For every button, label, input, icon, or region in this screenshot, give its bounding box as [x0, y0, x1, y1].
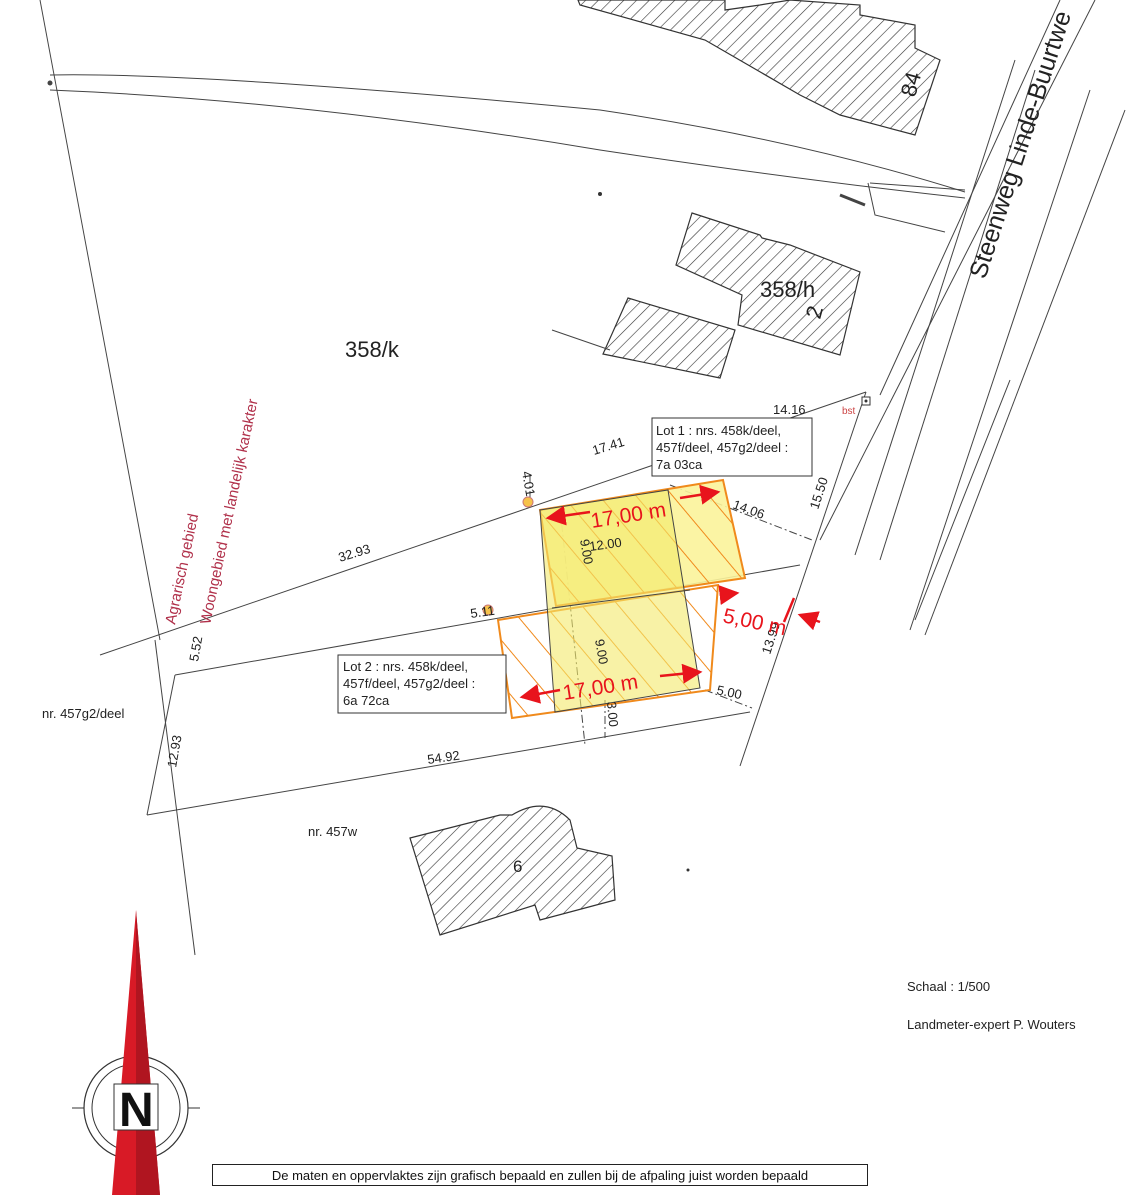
dim-label: 9.00 [592, 638, 611, 666]
dim-label: 9.00 [577, 538, 596, 566]
red-dim-side: 5,00 m [721, 604, 789, 640]
svg-text:Lot 1 : nrs. 458k/deel,: Lot 1 : nrs. 458k/deel, [656, 423, 781, 438]
dim-label: 5.52 [186, 635, 205, 663]
bst-label: bst [842, 406, 856, 417]
svg-text:7a 03ca: 7a 03ca [656, 457, 703, 472]
boundary-marker [522, 496, 534, 508]
zone-label: Agrarisch gebied [162, 512, 202, 626]
building-footprint [539, 489, 701, 713]
parcel-label: nr. 457w [308, 824, 358, 839]
disclaimer-box: De maten en oppervlaktes zijn grafisch b… [212, 1164, 868, 1186]
svg-text:457f/deel, 457g2/deel :: 457f/deel, 457g2/deel : [656, 440, 788, 455]
red-dimensions [519, 484, 821, 704]
dim-label: 5.00 [715, 682, 743, 702]
surveyor-label: Landmeter-expert P. Wouters [907, 1017, 1076, 1032]
scale-label: Schaal : 1/500 [907, 979, 991, 994]
north-letter: N [119, 1084, 154, 1137]
svg-text:6a 72ca: 6a 72ca [343, 693, 390, 708]
building-6 [409, 805, 616, 936]
parcel-label: nr. 457g2/deel [42, 706, 125, 721]
dim-label: 5.11 [469, 603, 495, 621]
dim-label: 32.93 [336, 541, 372, 565]
zone-label: Woongebied met landelijk karakter [197, 397, 261, 625]
lot-2-label: Lot 2 : nrs. 458k/deel, 457f/deel, 457g2… [337, 654, 507, 714]
parcel-label: 358/h [760, 277, 815, 302]
dim-label: 14.06 [731, 497, 767, 522]
dim-label: 12.00 [588, 535, 622, 554]
building-84 [577, 0, 941, 136]
dim-label: 12.93 [164, 734, 184, 769]
dim-label: 17.41 [590, 434, 626, 458]
road-name: Steenweg Linde-Buurtwe [964, 8, 1077, 282]
house-number: 6 [513, 857, 522, 876]
lot-1-label: Lot 1 : nrs. 458k/deel, 457f/deel, 457g2… [651, 417, 813, 477]
parcel-label: 358/k [345, 337, 400, 362]
dim-label: 14.16 [773, 402, 806, 417]
north-arrow: N [72, 910, 200, 1195]
building-358h [602, 212, 861, 379]
dim-label: 3.00 [604, 701, 621, 728]
boundary-marker [482, 604, 494, 616]
svg-text:Lot 2 : nrs. 458k/deel,: Lot 2 : nrs. 458k/deel, [343, 659, 468, 674]
dim-label: 4.01 [519, 470, 538, 498]
svg-text:457f/deel, 457g2/deel :: 457f/deel, 457g2/deel : [343, 676, 475, 691]
boundary-lines [39, 0, 1126, 956]
dim-label: 54.92 [426, 748, 460, 767]
